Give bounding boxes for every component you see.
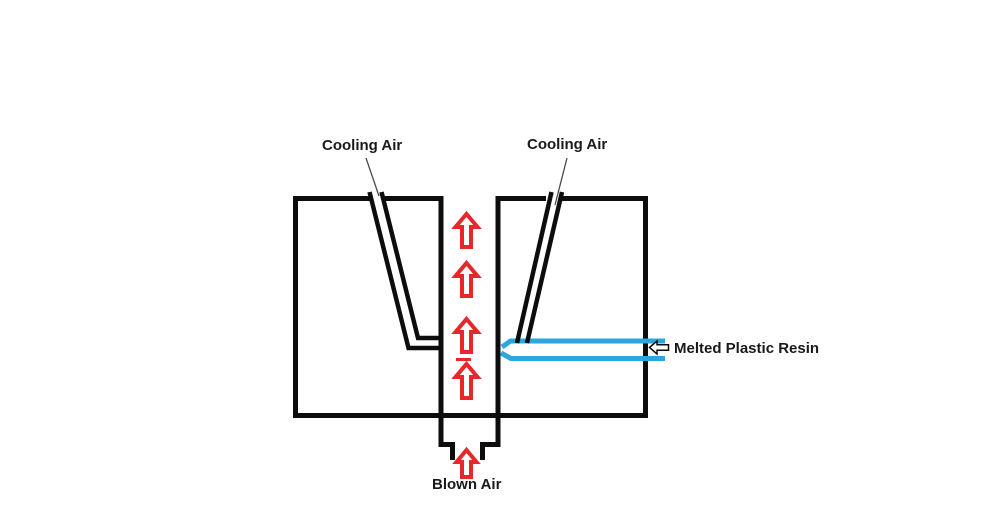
left-cooling-channel xyxy=(367,191,439,351)
melted-plastic-resin-label: Melted Plastic Resin xyxy=(674,340,820,357)
left-arrow-icon xyxy=(648,339,670,356)
blown-air-up-arrow-icon xyxy=(452,446,481,479)
left-channel-outer-wall xyxy=(367,191,439,351)
up-arrow-icons xyxy=(451,210,482,479)
cooling-air-left-label: Cooling Air xyxy=(322,137,403,154)
cooling-air-right-label: Cooling Air xyxy=(527,136,608,153)
left-channel-inner-wall xyxy=(379,191,439,341)
up-arrow-icon xyxy=(451,360,482,400)
right-channel-outer-wall xyxy=(514,191,554,344)
resin-line-bottom xyxy=(499,350,665,361)
up-arrow-icon xyxy=(451,259,482,298)
central-air-channel xyxy=(438,196,501,460)
central-channel-left-wall xyxy=(438,196,455,460)
resin-flow-lines xyxy=(499,338,665,361)
resin-line-top xyxy=(500,338,665,350)
blown-air-label: Blown Air xyxy=(432,476,502,493)
cooling-air-left-pointer-line xyxy=(365,157,380,197)
right-channel-inner-wall xyxy=(524,191,565,344)
right-cooling-channel xyxy=(514,191,565,344)
cooling-air-right-pointer-line xyxy=(554,157,568,206)
central-channel-right-wall xyxy=(480,196,501,460)
up-arrow-icon xyxy=(451,315,482,354)
up-arrow-icon xyxy=(451,210,482,249)
